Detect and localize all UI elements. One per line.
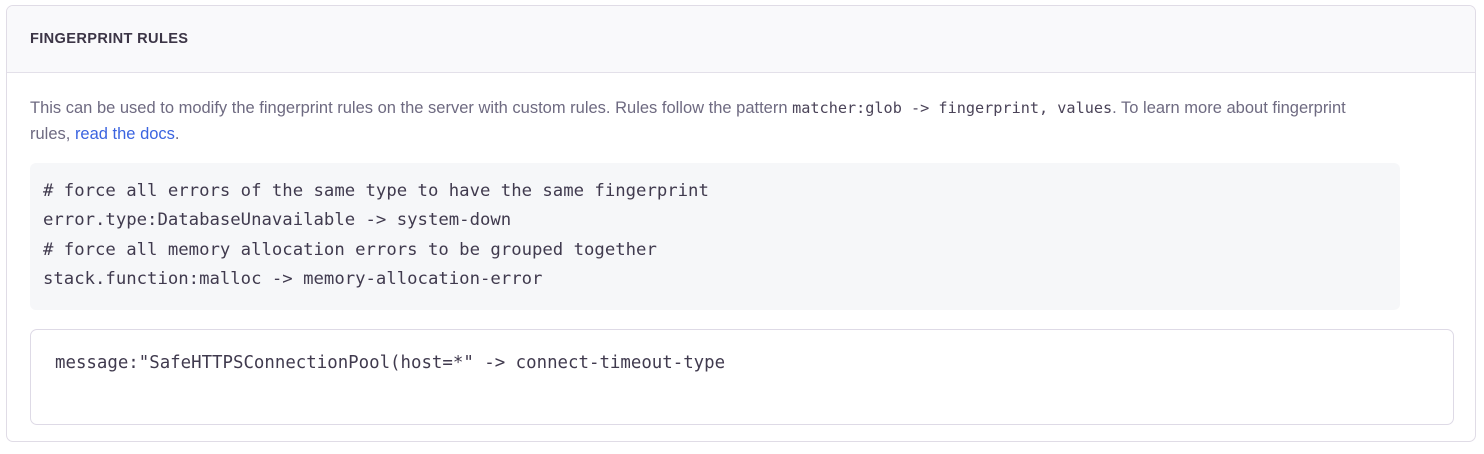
fingerprint-rules-input-wrapper[interactable]: [30, 328, 1454, 425]
read-the-docs-link[interactable]: read the docs: [74, 125, 175, 143]
example-rules-code: # force all errors of the same type to h…: [43, 181, 709, 290]
description-part-3: .: [174, 125, 180, 143]
panel-body: This can be used to modify the fingerpri…: [7, 73, 1475, 425]
inline-code-pattern: matcher:glob -> fingerprint, values: [792, 99, 1113, 117]
page-title: FINGERPRINT RULES: [30, 31, 189, 47]
description-part-2: . To learn more about fingerprint rules,: [30, 99, 1346, 143]
fingerprint-rules-textarea[interactable]: [55, 349, 1439, 412]
fingerprint-rules-panel: FINGERPRINT RULES This can be used to mo…: [6, 5, 1476, 442]
example-rules-code-block: # force all errors of the same type to h…: [30, 163, 1400, 310]
description-text: This can be used to modify the fingerpri…: [30, 95, 1380, 147]
panel-header: FINGERPRINT RULES: [7, 6, 1475, 73]
description-part-1: This can be used to modify the fingerpri…: [30, 99, 793, 117]
